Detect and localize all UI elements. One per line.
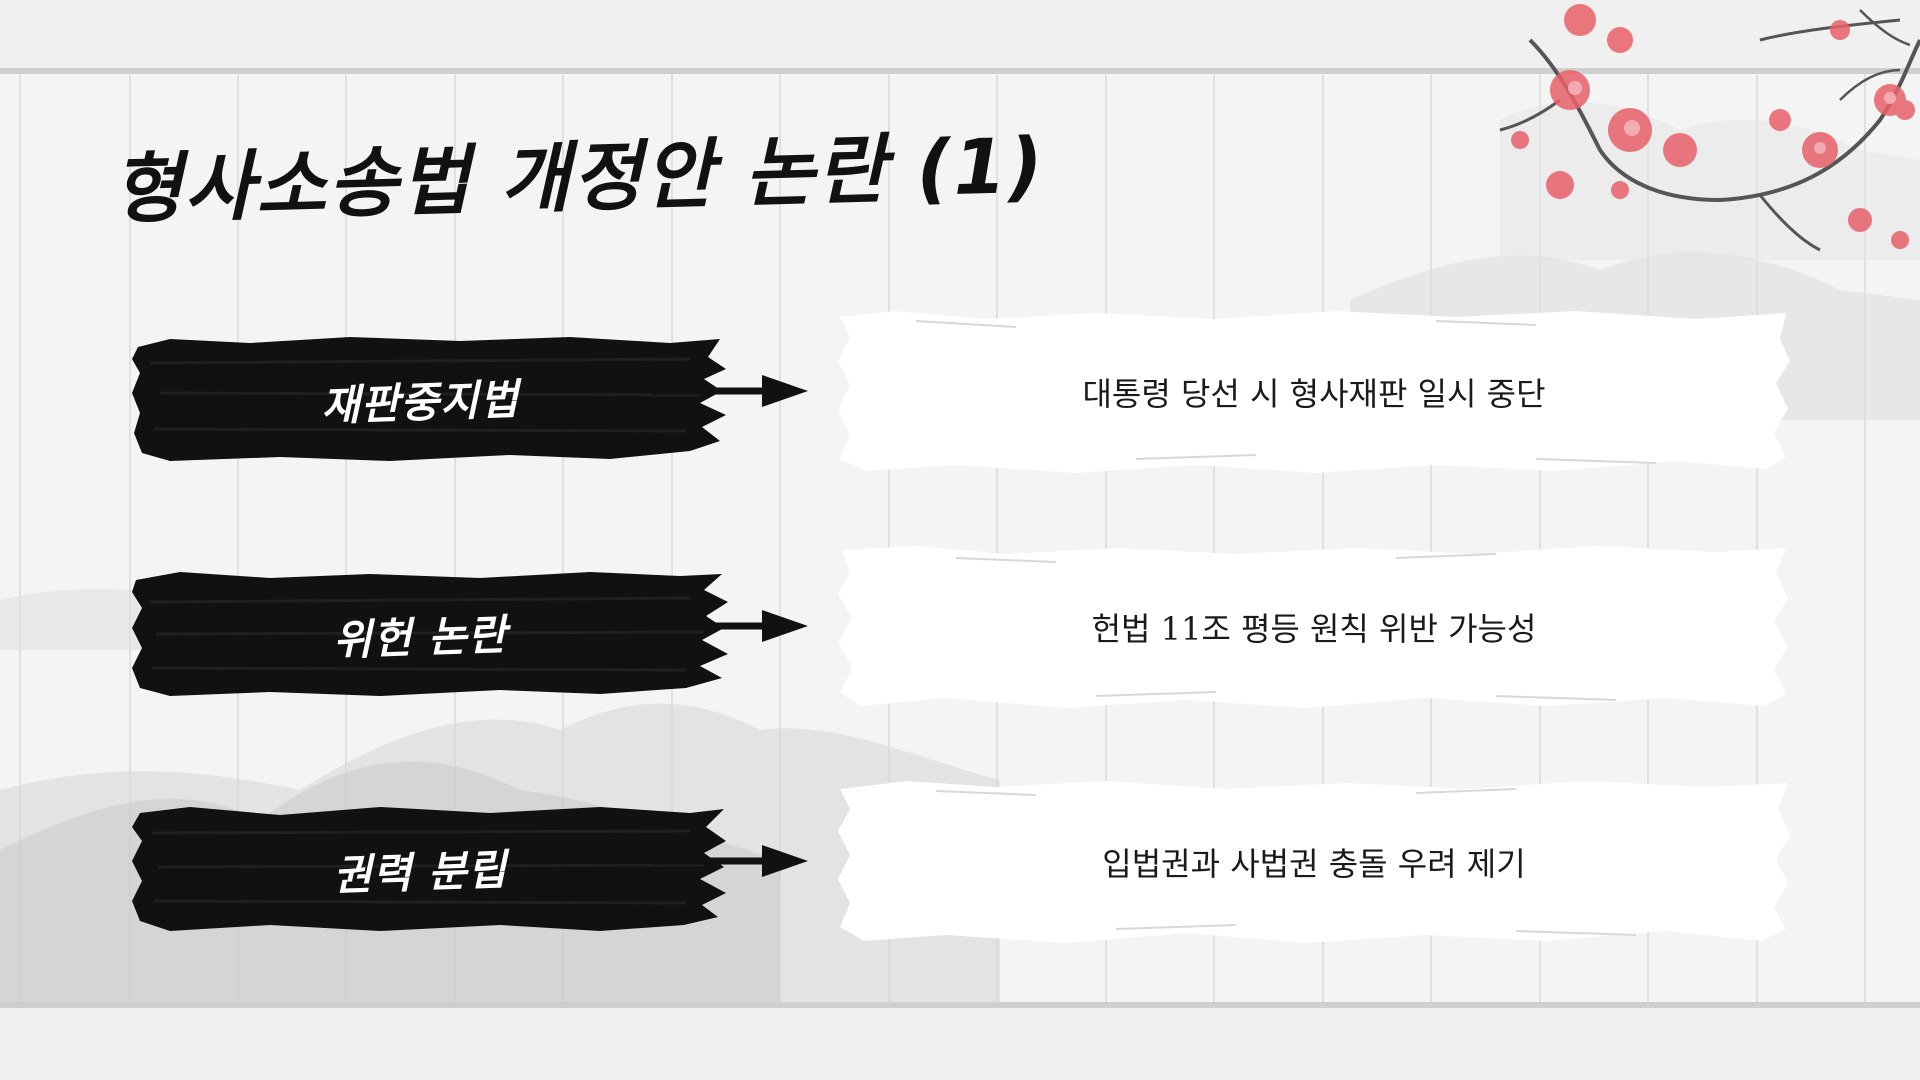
topic-label: 권력 분립	[128, 793, 712, 945]
ink-brush-label: 재판중지법	[130, 333, 732, 465]
topic-label: 위헌 논란	[128, 558, 712, 710]
arrow-right-icon	[652, 371, 812, 411]
arrow-right-icon	[652, 841, 812, 881]
ink-brush-label: 권력 분립	[130, 803, 732, 935]
description-text: 대통령 당선 시 형사재판 일시 중단	[836, 309, 1792, 475]
topic-row-unconstitutionality: 위헌 논란 헌법 11조 평등 원칙 위반 가능성	[0, 568, 1920, 738]
description-card: 입법권과 사법권 충돌 우려 제기	[836, 779, 1792, 949]
description-text: 입법권과 사법권 충돌 우려 제기	[836, 779, 1792, 945]
description-text: 헌법 11조 평등 원칙 위반 가능성	[836, 544, 1792, 710]
arrow-right-icon	[652, 606, 812, 646]
description-card: 헌법 11조 평등 원칙 위반 가능성	[836, 544, 1792, 714]
topic-row-separation-of-powers: 권력 분립 입법권과 사법권 충돌 우려 제기	[0, 803, 1920, 973]
topic-row-judgment-suspension: 재판중지법 대통령 당선 시 형사재판 일시 중단	[0, 333, 1920, 503]
ink-brush-label: 위헌 논란	[130, 568, 732, 700]
description-card: 대통령 당선 시 형사재판 일시 중단	[836, 309, 1792, 479]
topic-label: 재판중지법	[128, 323, 712, 475]
